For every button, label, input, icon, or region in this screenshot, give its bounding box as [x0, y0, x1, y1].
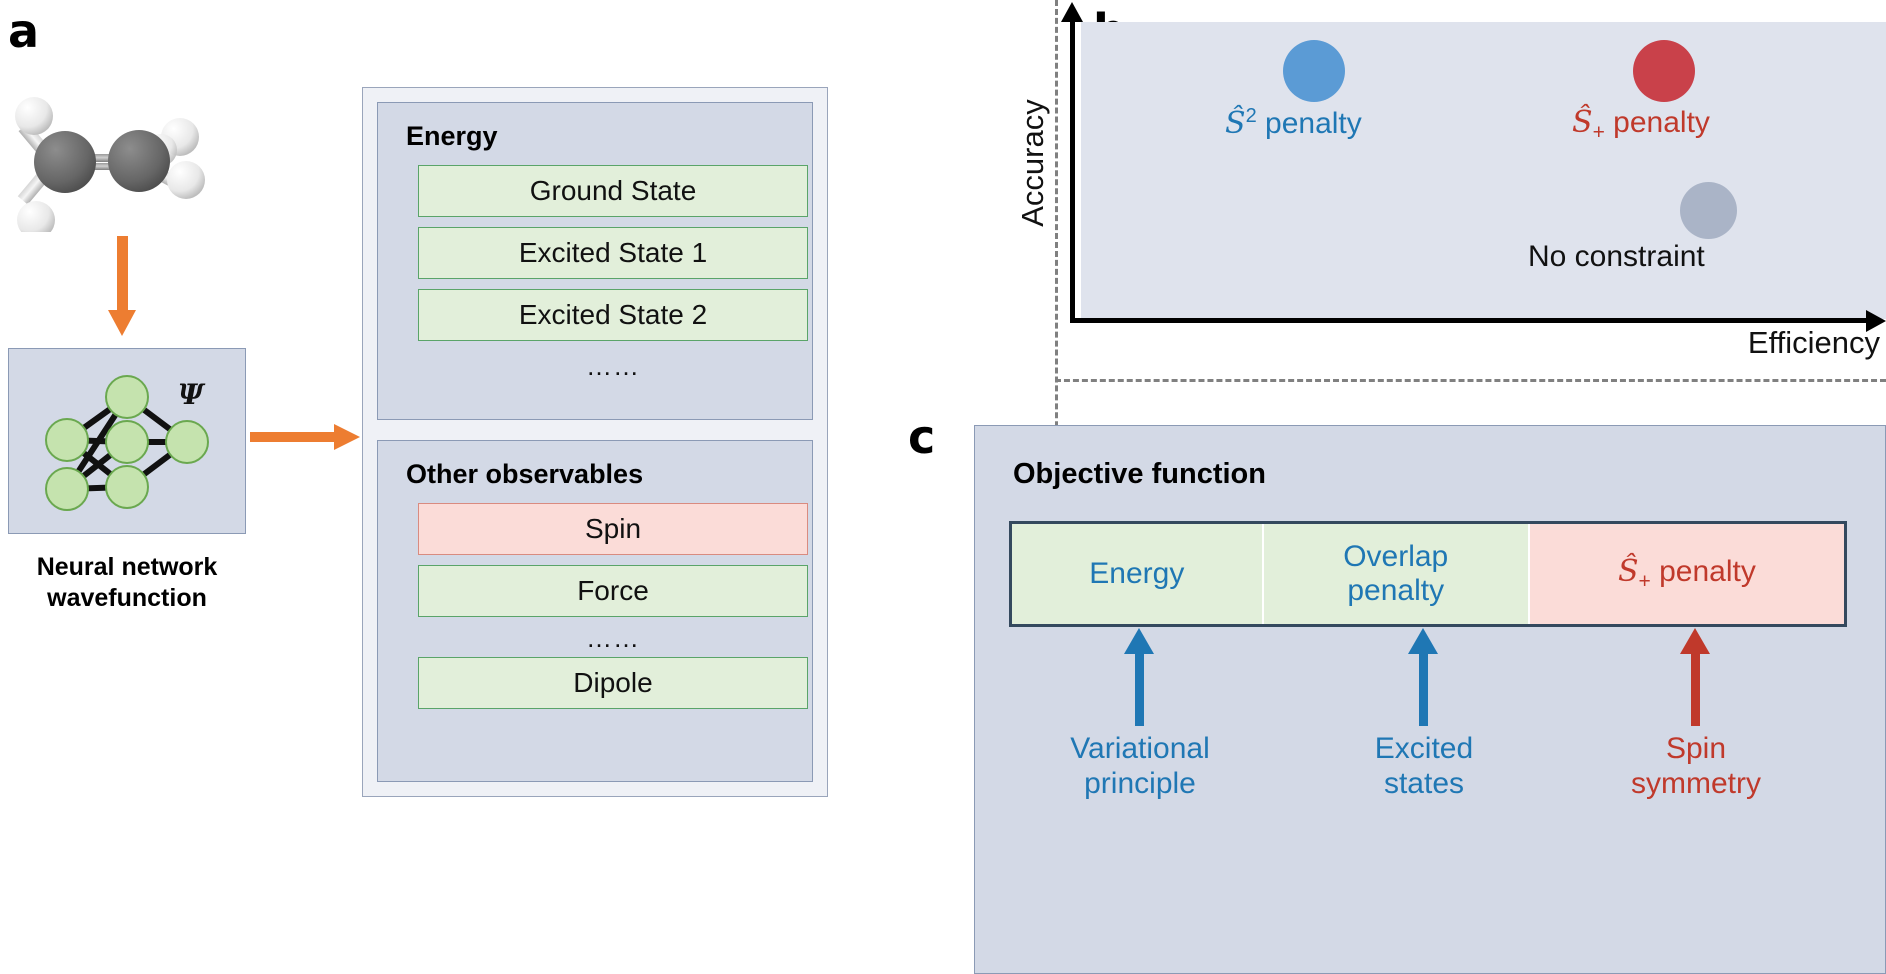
arrow-excited-states-shaft: [1419, 652, 1428, 726]
energy-card: Energy Ground State Excited State 1 Exci…: [377, 102, 813, 420]
objective-function-title: Objective function: [1013, 458, 1266, 490]
y-axis-label: Accuracy: [1015, 99, 1050, 227]
arrow-spin-symmetry-head: [1680, 628, 1710, 654]
arrow-network-to-outputs-shaft: [250, 432, 338, 442]
footer-spin-line2: symmetry: [1631, 766, 1761, 800]
neural-network-graph: [45, 375, 209, 511]
footer-variational-principle: Variational principle: [1015, 732, 1265, 801]
data-point-splus-penalty[interactable]: [1633, 40, 1695, 102]
objective-segment-energy[interactable]: Energy: [1012, 524, 1262, 624]
x-axis-arrowhead-icon: [1866, 310, 1886, 332]
divider-horizontal: [1055, 379, 1886, 382]
wavefunction-symbol: Ψ: [178, 378, 204, 411]
arrow-variational-principle-shaft: [1135, 652, 1144, 726]
data-point-no-constraint[interactable]: [1680, 182, 1737, 239]
molecule-svg: [15, 97, 205, 239]
energy-ellipsis: ……: [586, 351, 640, 381]
data-point-s2-penalty[interactable]: [1283, 40, 1345, 102]
x-axis-line: [1070, 318, 1870, 323]
footer-excited-states: Excited states: [1299, 732, 1549, 801]
arrow-network-to-outputs-head: [334, 424, 360, 450]
footer-spin-symmetry: Spin symmetry: [1571, 732, 1821, 801]
arrow-molecule-to-network-head: [108, 310, 136, 336]
energy-item-excited-state-1[interactable]: Excited State 1: [418, 227, 808, 279]
other-observables-card-title: Other observables: [406, 459, 644, 489]
footer-spin-line1: Spin: [1665, 732, 1727, 765]
s2-symbol: Ŝ: [1225, 106, 1246, 141]
observable-item-force[interactable]: Force: [418, 565, 808, 617]
neural-network-caption: Neural network wavefunction: [0, 552, 254, 615]
energy-card-title: Energy: [406, 121, 498, 151]
data-label-s2-penalty: Ŝ2 penalty: [1225, 105, 1362, 141]
arrow-spin-symmetry-shaft: [1691, 652, 1700, 726]
energy-item-excited-state-2[interactable]: Excited State 2: [418, 289, 808, 341]
footer-variational-line2: principle: [1084, 766, 1196, 800]
objective-segment-splus-penalty[interactable]: Ŝ+ penalty: [1527, 524, 1844, 624]
energy-item-ground-state[interactable]: Ground State: [418, 165, 808, 217]
other-observables-ellipsis: ……: [586, 623, 640, 653]
observable-item-dipole[interactable]: Dipole: [418, 657, 808, 709]
splus-symbol: Ŝ: [1572, 105, 1593, 140]
arrow-excited-states-head: [1408, 628, 1438, 654]
footer-excited-line2: states: [1383, 766, 1465, 800]
nn-caption-line2: wavefunction: [47, 584, 207, 613]
splus-symbol-c: Ŝ: [1617, 553, 1639, 589]
outputs-container: Energy Ground State Excited State 1 Exci…: [362, 87, 828, 797]
arrow-molecule-to-network-shaft: [117, 236, 128, 314]
observable-item-spin[interactable]: Spin: [418, 503, 808, 555]
splus-penalty-text: penalty: [1604, 106, 1710, 139]
nn-caption-line1: Neural network: [36, 553, 218, 581]
panel-c-letter: c: [908, 410, 936, 464]
y-axis-arrowhead-icon: [1061, 2, 1083, 22]
neural-network-box: [8, 348, 246, 534]
s2-penalty-text: penalty: [1256, 107, 1362, 140]
arrow-variational-principle-head: [1124, 628, 1154, 654]
y-axis-line: [1070, 18, 1075, 323]
footer-excited-line1: Excited: [1374, 732, 1474, 765]
x-axis-label: Efficiency: [1747, 325, 1880, 360]
accuracy-efficiency-plot-area: [1081, 22, 1886, 319]
data-label-no-constraint: No constraint: [1528, 240, 1705, 273]
other-observables-card: Other observables Spin Force …… Dipole: [377, 440, 813, 782]
ethylene-molecule: [8, 72, 258, 239]
data-label-splus-penalty: Ŝ+ penalty: [1572, 105, 1710, 144]
footer-variational-line1: Variational: [1070, 732, 1210, 765]
panel-a-letter: a: [8, 4, 40, 58]
